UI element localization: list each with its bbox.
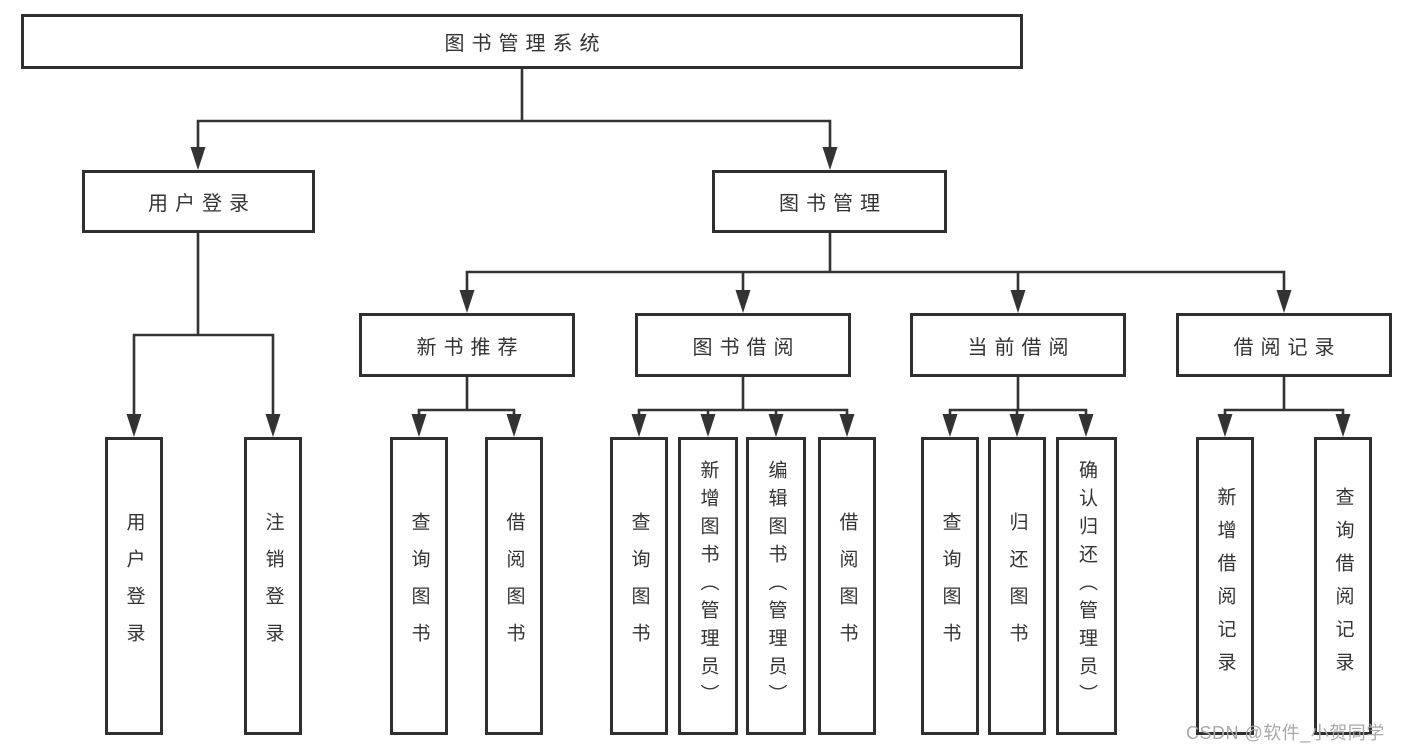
leaf-borrow-books-recommend: 借阅图书 [485, 437, 543, 735]
leaf-return-books: 归还图书 [988, 437, 1046, 735]
node-user-login: 用户登录 [82, 170, 315, 233]
node-book-borrowing-label: 图书借阅 [692, 336, 801, 359]
node-user-login-label: 用户登录 [148, 193, 256, 215]
leaf-query-borrow-record-label: 查询借阅记录 [1332, 487, 1354, 685]
leaf-add-books-admin: 新增图书（管理员） [678, 437, 738, 735]
node-book-management-label: 图书管理 [779, 193, 887, 215]
leaf-confirm-return-admin: 确认归还（管理员） [1056, 437, 1117, 735]
node-root-system: 图书管理系统 [21, 14, 1023, 69]
node-new-book-recommend-label: 新书推荐 [416, 336, 525, 359]
leaf-edit-books-admin: 编辑图书（管理员） [746, 437, 806, 735]
leaf-query-books-recommend: 查询图书 [390, 437, 448, 735]
leaf-query-books-borrowing: 查询图书 [610, 437, 668, 735]
node-book-borrowing: 图书借阅 [635, 313, 851, 377]
leaf-query-books-borrowing-label: 查询图书 [628, 512, 650, 660]
node-borrowing-records: 借阅记录 [1176, 313, 1392, 377]
leaf-add-borrow-record-label: 新增借阅记录 [1214, 487, 1236, 685]
node-root-system-label: 图书管理系统 [444, 33, 607, 55]
leaf-borrow-books-borrowing: 借阅图书 [818, 437, 876, 735]
leaf-logout: 注销登录 [244, 437, 302, 735]
node-current-borrowing-label: 当前借阅 [967, 336, 1076, 359]
node-current-borrowing: 当前借阅 [910, 313, 1126, 377]
csdn-watermark: CSDN @软件_小贺同学 [1186, 723, 1385, 743]
leaf-edit-books-admin-label: 编辑图书（管理员） [765, 460, 787, 712]
node-borrowing-records-label: 借阅记录 [1233, 336, 1342, 359]
leaf-logout-label: 注销登录 [262, 512, 284, 660]
leaf-confirm-return-admin-label: 确认归还（管理员） [1076, 460, 1097, 712]
leaf-query-books-recommend-label: 查询图书 [408, 512, 430, 660]
leaf-query-borrow-record: 查询借阅记录 [1314, 437, 1372, 735]
leaf-user-login-label: 用户登录 [123, 512, 145, 660]
node-new-book-recommend: 新书推荐 [359, 313, 575, 377]
leaf-add-borrow-record: 新增借阅记录 [1196, 437, 1254, 735]
node-book-management: 图书管理 [712, 170, 947, 233]
leaf-return-books-label: 归还图书 [1006, 512, 1028, 660]
leaf-add-books-admin-label: 新增图书（管理员） [697, 460, 719, 712]
leaf-user-login: 用户登录 [105, 437, 163, 735]
leaf-borrow-books-borrowing-label: 借阅图书 [836, 512, 858, 660]
leaf-borrow-books-recommend-label: 借阅图书 [503, 512, 525, 660]
leaf-query-books-current: 查询图书 [921, 437, 979, 735]
leaf-query-books-current-label: 查询图书 [939, 512, 961, 660]
